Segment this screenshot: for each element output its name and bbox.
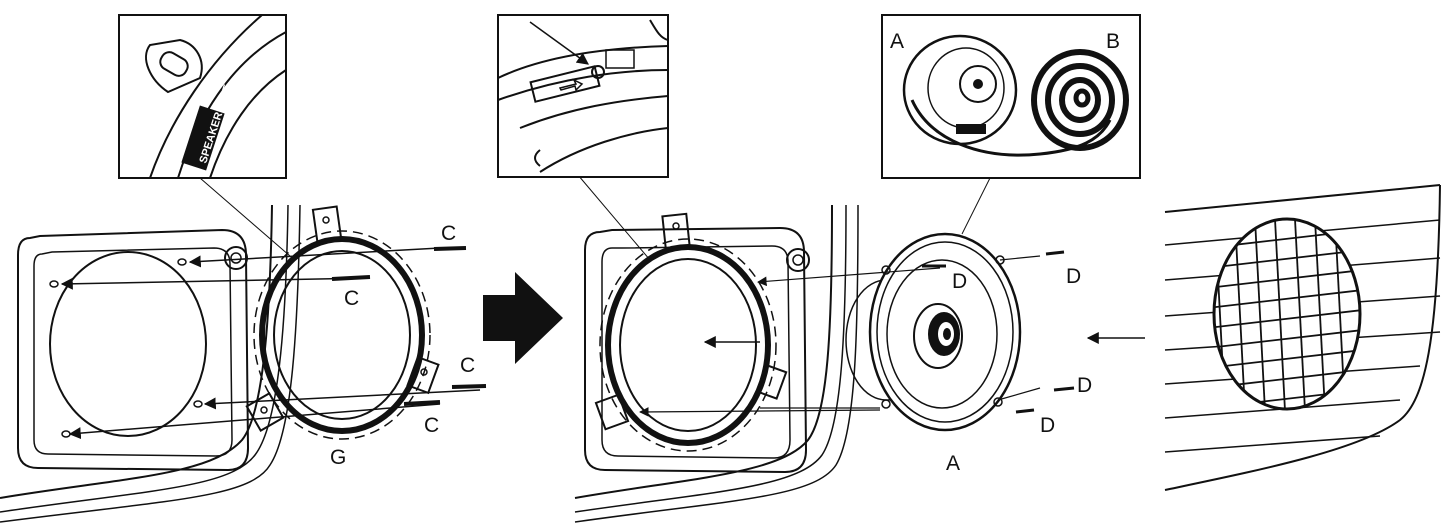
label-a-inset: A	[890, 30, 904, 53]
label-d-2: D	[1066, 265, 1081, 288]
label-d-4: D	[1040, 414, 1055, 437]
label-c-middle: C	[344, 287, 359, 310]
label-c-top: C	[441, 222, 456, 245]
inset-speaker-side: SPEAKER SIDE	[118, 14, 291, 257]
label-g: G	[330, 446, 346, 469]
label-c-bottom: C	[424, 414, 439, 437]
step1-screws-and-arrows	[60, 246, 487, 440]
step2-screws-and-arrows	[639, 250, 1075, 417]
label-a-speaker: A	[946, 452, 960, 475]
inset-ring-detail	[497, 14, 669, 261]
installed-ring	[594, 212, 788, 452]
mounting-ring-g	[245, 205, 440, 440]
step2-labels: D D D D A	[946, 265, 1092, 475]
inset-speaker-and-wire: A B	[881, 14, 1141, 235]
label-b-inset: B	[1106, 30, 1120, 53]
step-arrow-icon	[483, 272, 563, 364]
step1-door-panel	[0, 204, 301, 523]
step1-labels: C C C C G	[330, 222, 475, 469]
speaker-grille	[1212, 217, 1362, 411]
step2-door-panel	[574, 204, 859, 523]
wire-coil-icon	[1031, 49, 1129, 151]
label-d-3: D	[1077, 374, 1092, 397]
speaker-a	[845, 232, 1022, 432]
label-d-1: D	[952, 270, 967, 293]
label-c-right: C	[460, 354, 475, 377]
